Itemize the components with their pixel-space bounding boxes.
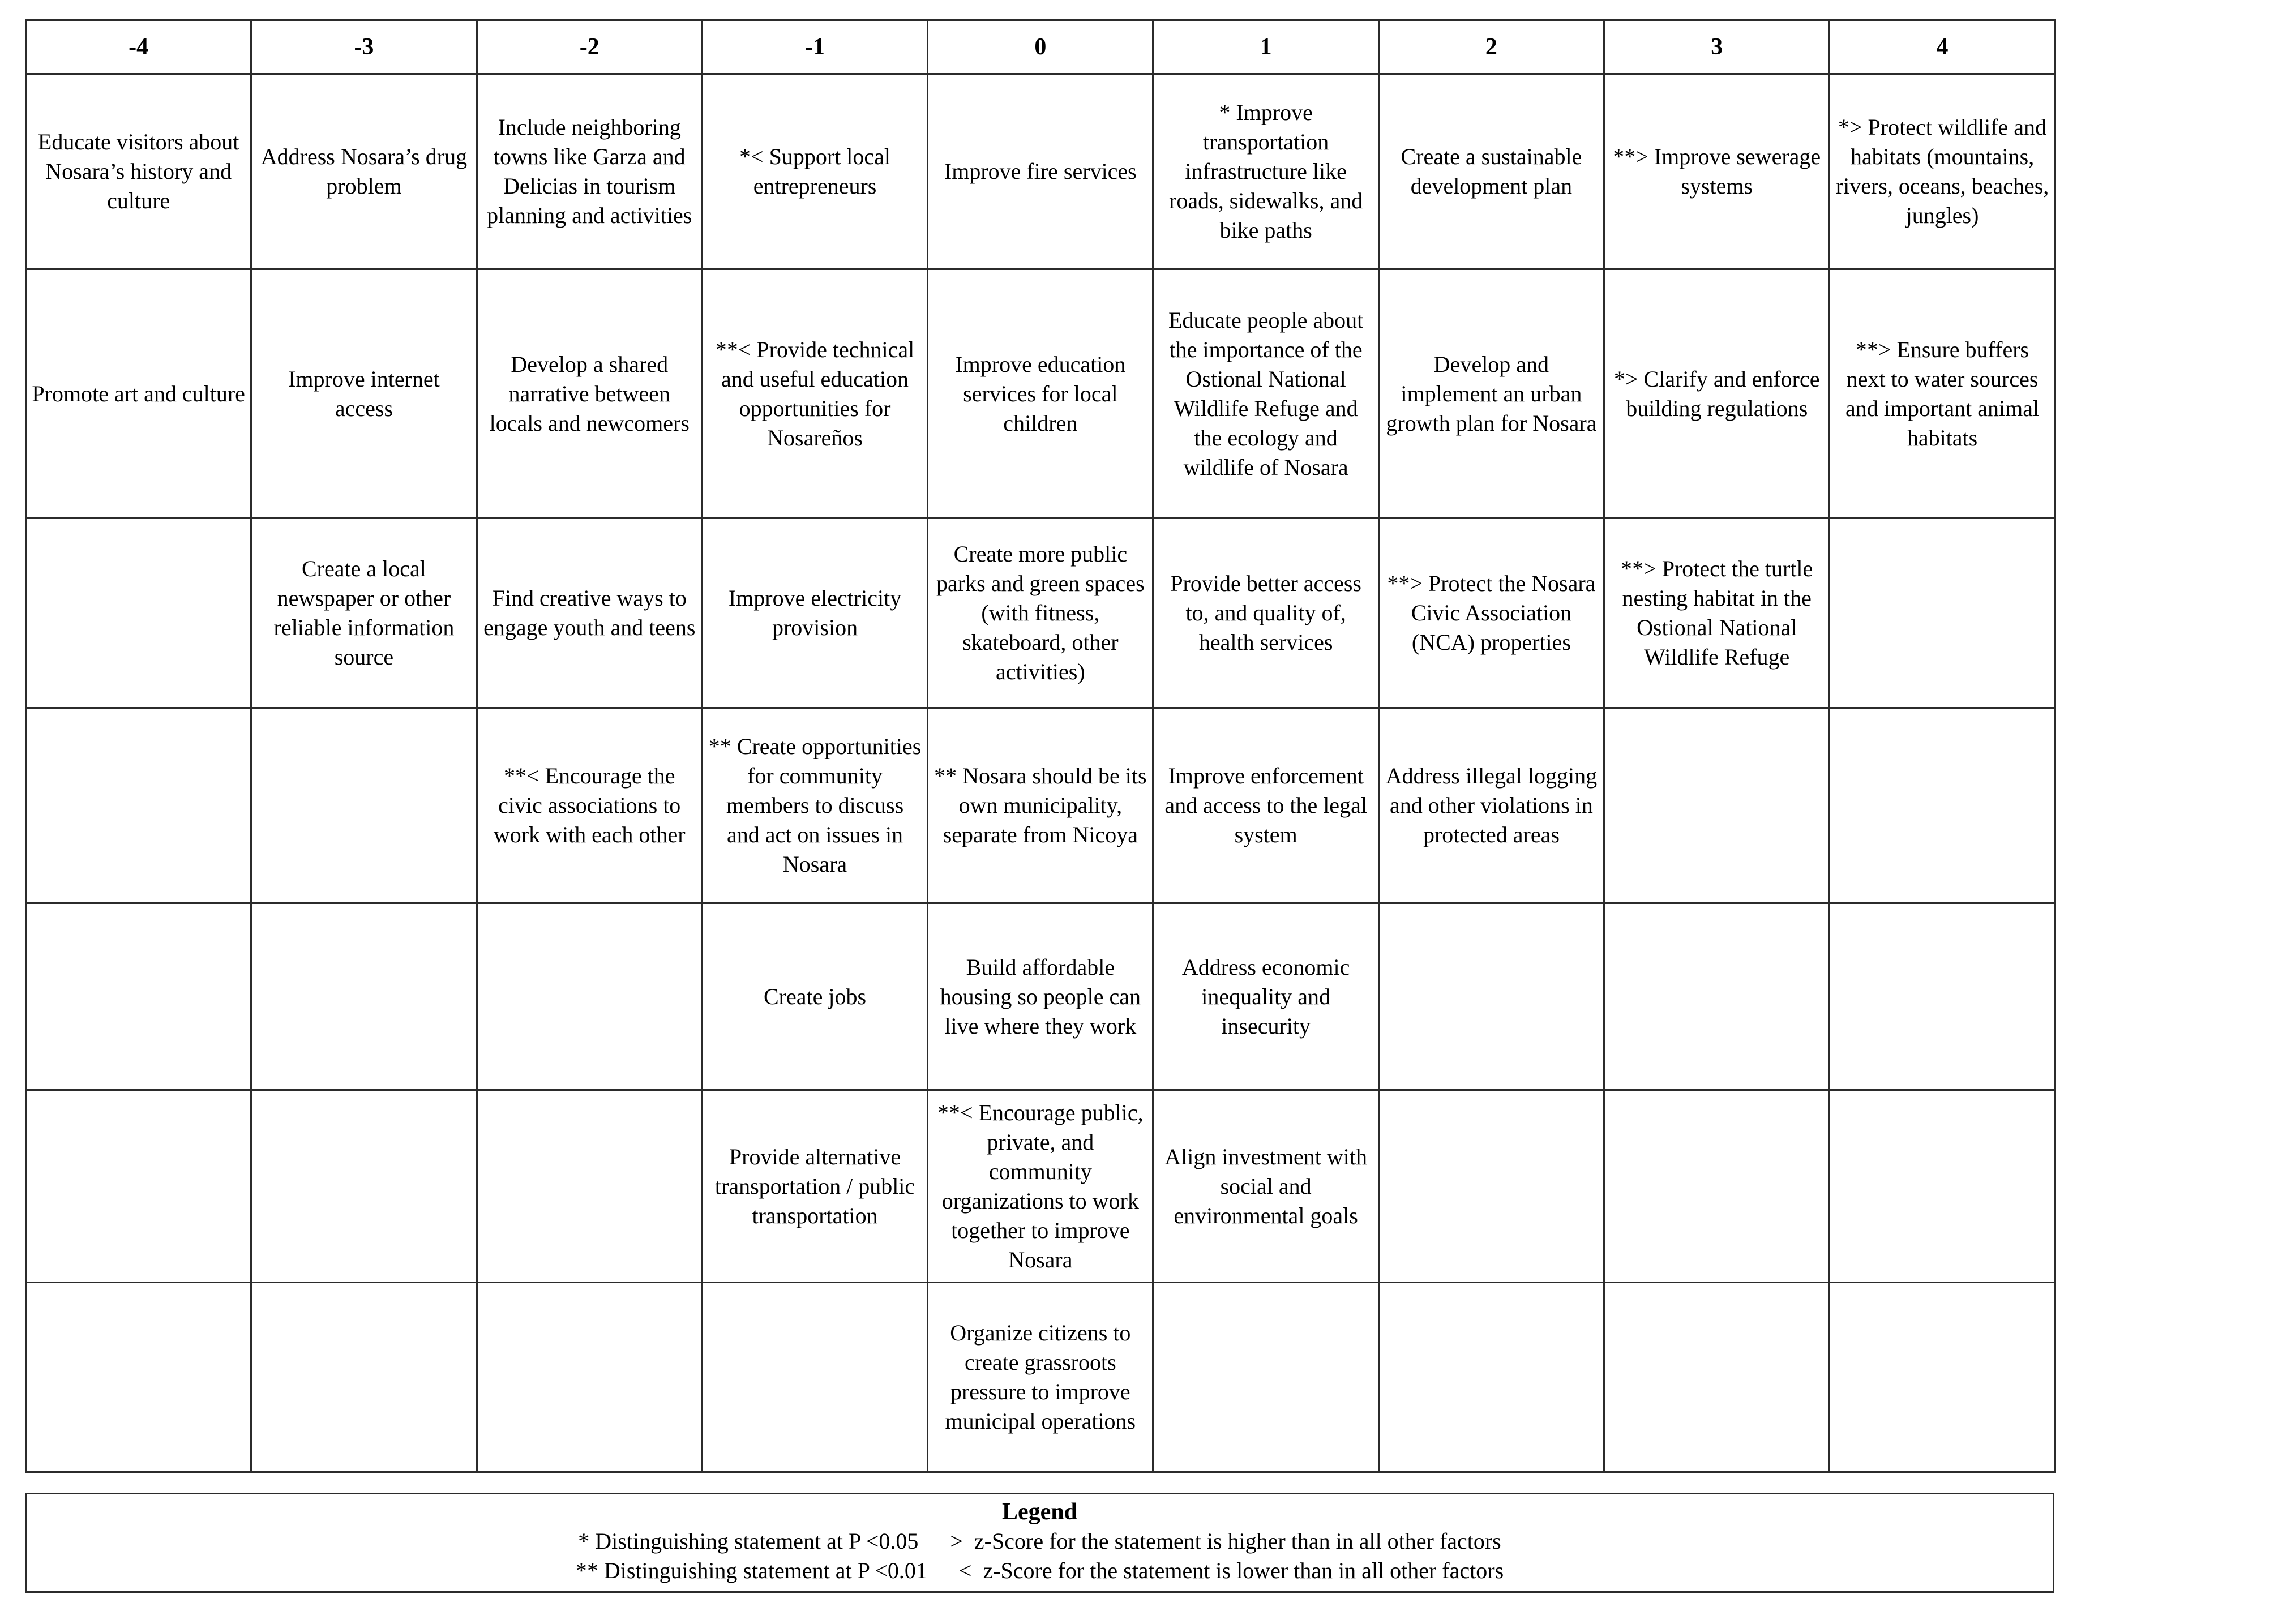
statement-cell: Address economic inequality and insecuri… bbox=[1152, 902, 1380, 1091]
spacer-cell bbox=[1828, 1282, 2056, 1473]
legend-p01-label: ** Distinguishing statement at P <0.01 bbox=[575, 1558, 927, 1584]
empty-cell bbox=[24, 517, 252, 709]
spacer-cell bbox=[1377, 902, 1605, 1091]
statement-cell: *> Protect wildlife and habitats (mounta… bbox=[1828, 73, 2056, 270]
statement-cell: Align investment with social and environ… bbox=[1152, 1089, 1380, 1283]
spacer-cell bbox=[476, 1089, 703, 1283]
table-row: Provide alternative transportation / pub… bbox=[24, 1089, 2056, 1283]
spacer-cell bbox=[24, 1089, 252, 1283]
statement-cell: Improve enforcement and access to the le… bbox=[1152, 707, 1380, 904]
statement-cell: **> Protect the Nosara Civic Association… bbox=[1377, 517, 1605, 709]
statement-cell: **< Encourage the civic associations to … bbox=[476, 707, 703, 904]
statement-cell: **< Encourage public, private, and commu… bbox=[927, 1089, 1154, 1283]
statement-cell: ** Nosara should be its own municipality… bbox=[927, 707, 1154, 904]
spacer-cell bbox=[1152, 1282, 1380, 1473]
statement-cell: Develop a shared narrative between local… bbox=[476, 268, 703, 519]
column-header-plus2: 2 bbox=[1377, 19, 1605, 75]
statement-cell: Create a local newspaper or other reliab… bbox=[250, 517, 478, 709]
spacer-cell bbox=[1828, 1089, 2056, 1283]
statement-cell: **> Ensure buffers next to water sources… bbox=[1828, 268, 2056, 519]
spacer-cell bbox=[1828, 902, 2056, 1091]
spacer-cell bbox=[1828, 707, 2056, 904]
table-row: Create jobs Build affordable housing so … bbox=[24, 902, 2056, 1091]
legend-row-p01: ** Distinguishing statement at P <0.01 < … bbox=[27, 1556, 2053, 1586]
table-row: **< Encourage the civic associations to … bbox=[24, 707, 2056, 904]
statement-cell: **< Provide technical and useful educati… bbox=[701, 268, 929, 519]
statement-cell: Address illegal logging and other violat… bbox=[1377, 707, 1605, 904]
statement-cell: **> Improve sewerage systems bbox=[1603, 73, 1831, 270]
statement-cell: *< Support local entrepreneurs bbox=[701, 73, 929, 270]
statement-cell: Promote art and culture bbox=[24, 268, 252, 519]
statement-cell: Improve electricity provision bbox=[701, 517, 929, 709]
statement-cell: **> Protect the turtle nesting habitat i… bbox=[1603, 517, 1831, 709]
column-header-zero: 0 bbox=[927, 19, 1154, 75]
statement-cell: * Improve transportation infrastructure … bbox=[1152, 73, 1380, 270]
statement-cell: Create a sustainable development plan bbox=[1377, 73, 1605, 270]
table-row: Organize citizens to create grassroots p… bbox=[24, 1282, 2056, 1473]
spacer-cell bbox=[1603, 902, 1831, 1091]
spacer-cell bbox=[250, 902, 478, 1091]
spacer-cell bbox=[701, 1282, 929, 1473]
table-header-row: -4 -3 -2 -1 0 1 2 3 4 bbox=[24, 19, 2056, 75]
statement-cell: Find creative ways to engage youth and t… bbox=[476, 517, 703, 709]
legend-row-p05: * Distinguishing statement at P <0.05 > z… bbox=[27, 1527, 2053, 1556]
column-header-minus2: -2 bbox=[476, 19, 703, 75]
statement-cell: Provide better access to, and quality of… bbox=[1152, 517, 1380, 709]
spacer-cell bbox=[1603, 707, 1831, 904]
spacer-cell bbox=[476, 1282, 703, 1473]
spacer-cell bbox=[1603, 1282, 1831, 1473]
spacer-cell bbox=[250, 707, 478, 904]
statement-cell: Create jobs bbox=[701, 902, 929, 1091]
spacer-cell bbox=[1828, 517, 2056, 709]
statement-cell: Build affordable housing so people can l… bbox=[927, 902, 1154, 1091]
legend-p05-label: * Distinguishing statement at P <0.05 bbox=[578, 1528, 919, 1554]
statement-cell: Organize citizens to create grassroots p… bbox=[927, 1282, 1154, 1473]
statement-cell: *> Clarify and enforce building regulati… bbox=[1603, 268, 1831, 519]
statement-cell: Address Nosara’s drug problem bbox=[250, 73, 478, 270]
spacer-cell bbox=[24, 1282, 252, 1473]
statement-cell: Improve fire services bbox=[927, 73, 1154, 270]
column-header-minus4: -4 bbox=[24, 19, 252, 75]
column-header-plus4: 4 bbox=[1828, 19, 2056, 75]
spacer-cell bbox=[1377, 1282, 1605, 1473]
column-header-plus1: 1 bbox=[1152, 19, 1380, 75]
spacer-cell bbox=[250, 1282, 478, 1473]
statement-cell: Improve education services for local chi… bbox=[927, 268, 1154, 519]
statement-cell: ** Create opportunities for community me… bbox=[701, 707, 929, 904]
table-row: Promote art and culture Improve internet… bbox=[24, 268, 2056, 519]
statement-cell: Develop and implement an urban growth pl… bbox=[1377, 268, 1605, 519]
spacer-cell bbox=[476, 902, 703, 1091]
table-row: Create a local newspaper or other reliab… bbox=[24, 517, 2056, 709]
column-header-minus1: -1 bbox=[701, 19, 929, 75]
legend-less-label: < z-Score for the statement is lower tha… bbox=[958, 1558, 1504, 1584]
statement-cell: Educate people about the importance of t… bbox=[1152, 268, 1380, 519]
spacer-cell bbox=[1603, 1089, 1831, 1283]
legend: Legend * Distinguishing statement at P <… bbox=[25, 1493, 2054, 1593]
column-header-minus3: -3 bbox=[250, 19, 478, 75]
spacer-cell bbox=[24, 707, 252, 904]
q-sort-table: -4 -3 -2 -1 0 1 2 3 4 Educate visitors a… bbox=[24, 19, 2056, 1473]
spacer-cell bbox=[1377, 1089, 1605, 1283]
spacer-cell bbox=[24, 902, 252, 1091]
legend-title: Legend bbox=[1001, 1499, 1077, 1525]
statement-cell: Provide alternative transportation / pub… bbox=[701, 1089, 929, 1283]
table-row: Educate visitors about Nosara’s history … bbox=[24, 73, 2056, 270]
legend-greater-label: > z-Score for the statement is higher th… bbox=[950, 1528, 1501, 1554]
column-header-plus3: 3 bbox=[1603, 19, 1831, 75]
spacer-cell bbox=[250, 1089, 478, 1283]
statement-cell: Improve internet access bbox=[250, 268, 478, 519]
statement-cell: Educate visitors about Nosara’s history … bbox=[24, 73, 252, 270]
statement-cell: Include neighboring towns like Garza and… bbox=[476, 73, 703, 270]
statement-cell: Create more public parks and green space… bbox=[927, 517, 1154, 709]
